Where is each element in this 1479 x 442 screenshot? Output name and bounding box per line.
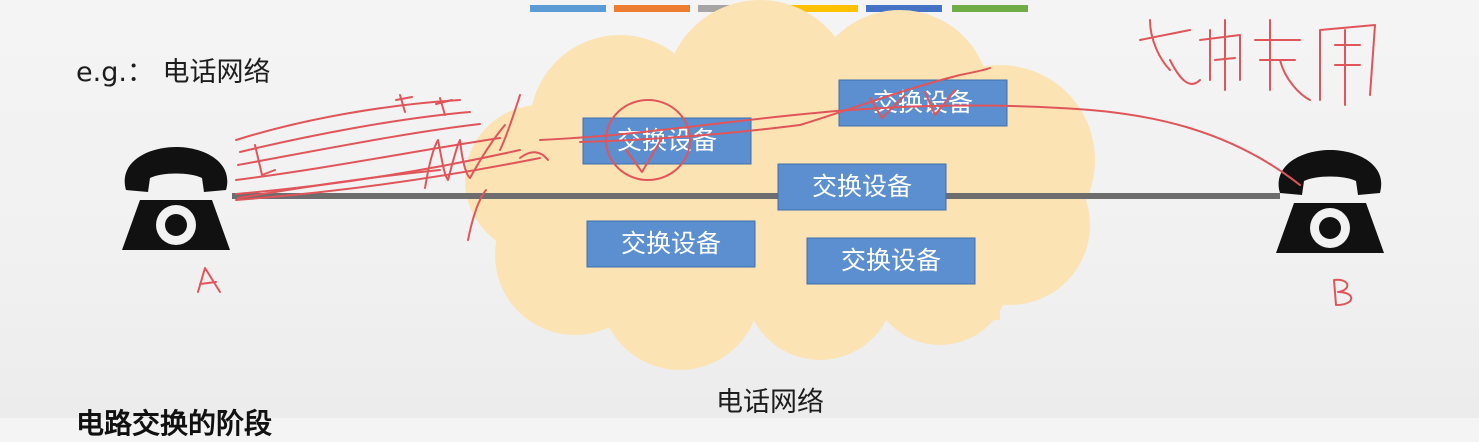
- switch-label-5: 交换设备: [841, 246, 941, 275]
- color-bar-blue: [530, 5, 606, 12]
- switch-node-5: 交换设备: [806, 237, 976, 285]
- example-label: e.g.： 电话网络: [76, 57, 271, 88]
- color-bar-orange: [614, 5, 690, 12]
- switch-label-2: 交换设备: [873, 88, 973, 117]
- diagram-caption: 电话网络: [716, 387, 824, 418]
- telephone-a-icon: [122, 147, 230, 250]
- color-bar-green: [952, 5, 1028, 12]
- switch-label-3: 交换设备: [812, 172, 912, 201]
- handwritten-annotations: [197, 19, 1376, 306]
- color-bar-yellow: [782, 5, 858, 12]
- section-heading: 电路交换的阶段: [76, 407, 273, 440]
- telephone-network-diagram: 交换设备 交换设备 交换设备 交换设备 交换设备: [122, 0, 1384, 370]
- telephone-b-icon: [1276, 150, 1384, 253]
- switch-node-3: 交换设备: [777, 163, 947, 211]
- switch-node-4: 交换设备: [586, 220, 756, 268]
- switch-label-4: 交换设备: [621, 229, 721, 258]
- color-bar-darkblue: [866, 5, 942, 12]
